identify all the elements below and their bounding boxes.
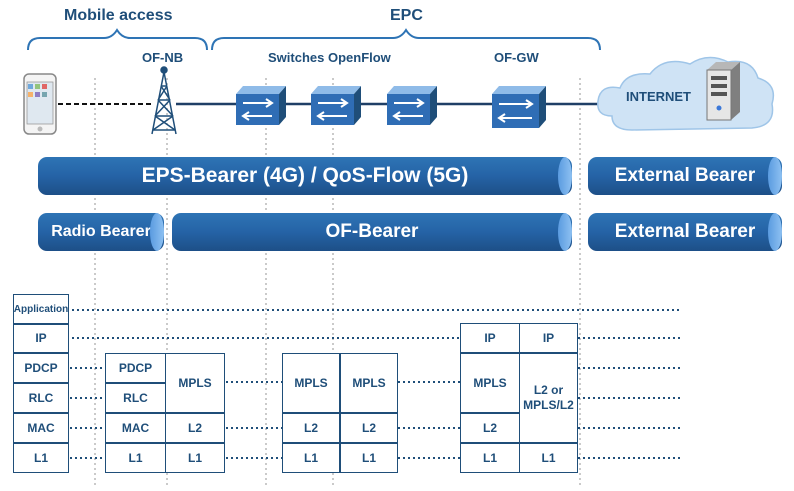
switch2-l2-layer: L2 <box>340 413 398 443</box>
ue-application-layer: Application <box>13 294 69 324</box>
gw-external-l1-layer: L1 <box>519 443 578 473</box>
of-gw-label: OF-GW <box>494 50 539 65</box>
server-icon <box>706 62 740 121</box>
switches-label: Switches OpenFlow <box>268 50 391 65</box>
external-bearer-bottom-bar: External Bearer <box>588 213 782 251</box>
openflow-switch-icon <box>236 86 286 125</box>
gw-mpls-layer: MPLS <box>460 353 520 413</box>
external-bearer-bottom-label: External Bearer <box>614 221 756 242</box>
radio-bearer-label: Radio Bearer <box>51 223 151 240</box>
openflow-gateway-icon <box>492 86 546 128</box>
radio-bearer-bar: Radio Bearer <box>38 213 164 251</box>
ofnb-l1-layer: L1 <box>105 443 166 473</box>
layer-guides <box>52 309 680 459</box>
switch1-l1-layer: L1 <box>282 443 340 473</box>
epc-label: EPC <box>390 7 423 24</box>
ofnb-mpls-layer: MPLS <box>165 353 225 413</box>
switch2-l1-layer: L1 <box>340 443 398 473</box>
of-nb-label: OF-NB <box>142 50 184 65</box>
of-bearer-label: OF-Bearer <box>325 221 419 242</box>
eps-bearer-label: EPS-Bearer (4G) / QoS-Flow (5G) <box>141 164 469 187</box>
ofnb-l1-right-layer: L1 <box>165 443 225 473</box>
openflow-switch-icon <box>387 86 437 125</box>
ofnb-l2-layer: L2 <box>165 413 225 443</box>
switch1-l2-layer: L2 <box>282 413 340 443</box>
mobile-phone-icon <box>23 73 57 135</box>
ue-ip-layer: IP <box>13 324 69 353</box>
external-bearer-top-bar: External Bearer <box>588 157 782 195</box>
mobile-access-label: Mobile access <box>64 7 173 24</box>
gw-ip-layer: IP <box>460 323 520 353</box>
external-bearer-top-label: External Bearer <box>614 165 756 186</box>
antenna-tower-icon <box>151 66 177 135</box>
gw-l1-layer: L1 <box>460 443 520 473</box>
internet-label: INTERNET <box>626 89 691 104</box>
gw-l2-layer: L2 <box>460 413 520 443</box>
ofnb-mac-layer: MAC <box>105 413 166 443</box>
switch2-mpls-layer: MPLS <box>340 353 398 413</box>
ofnb-pdcp-layer: PDCP <box>105 353 166 383</box>
of-bearer-bar: OF-Bearer <box>172 213 572 251</box>
openflow-switch-icon <box>311 86 361 125</box>
ofnb-rlc-layer: RLC <box>105 383 166 413</box>
brace-epc <box>211 28 601 51</box>
gw-external-ip-layer: IP <box>519 323 578 353</box>
ue-pdcp-layer: PDCP <box>13 353 69 383</box>
brace-mobile-access <box>27 28 208 51</box>
ue-l1-layer: L1 <box>13 443 69 473</box>
switch1-mpls-layer: MPLS <box>282 353 340 413</box>
eps-bearer-bar: EPS-Bearer (4G) / QoS-Flow (5G) <box>38 157 572 195</box>
ue-rlc-layer: RLC <box>13 383 69 413</box>
ue-mac-layer: MAC <box>13 413 69 443</box>
